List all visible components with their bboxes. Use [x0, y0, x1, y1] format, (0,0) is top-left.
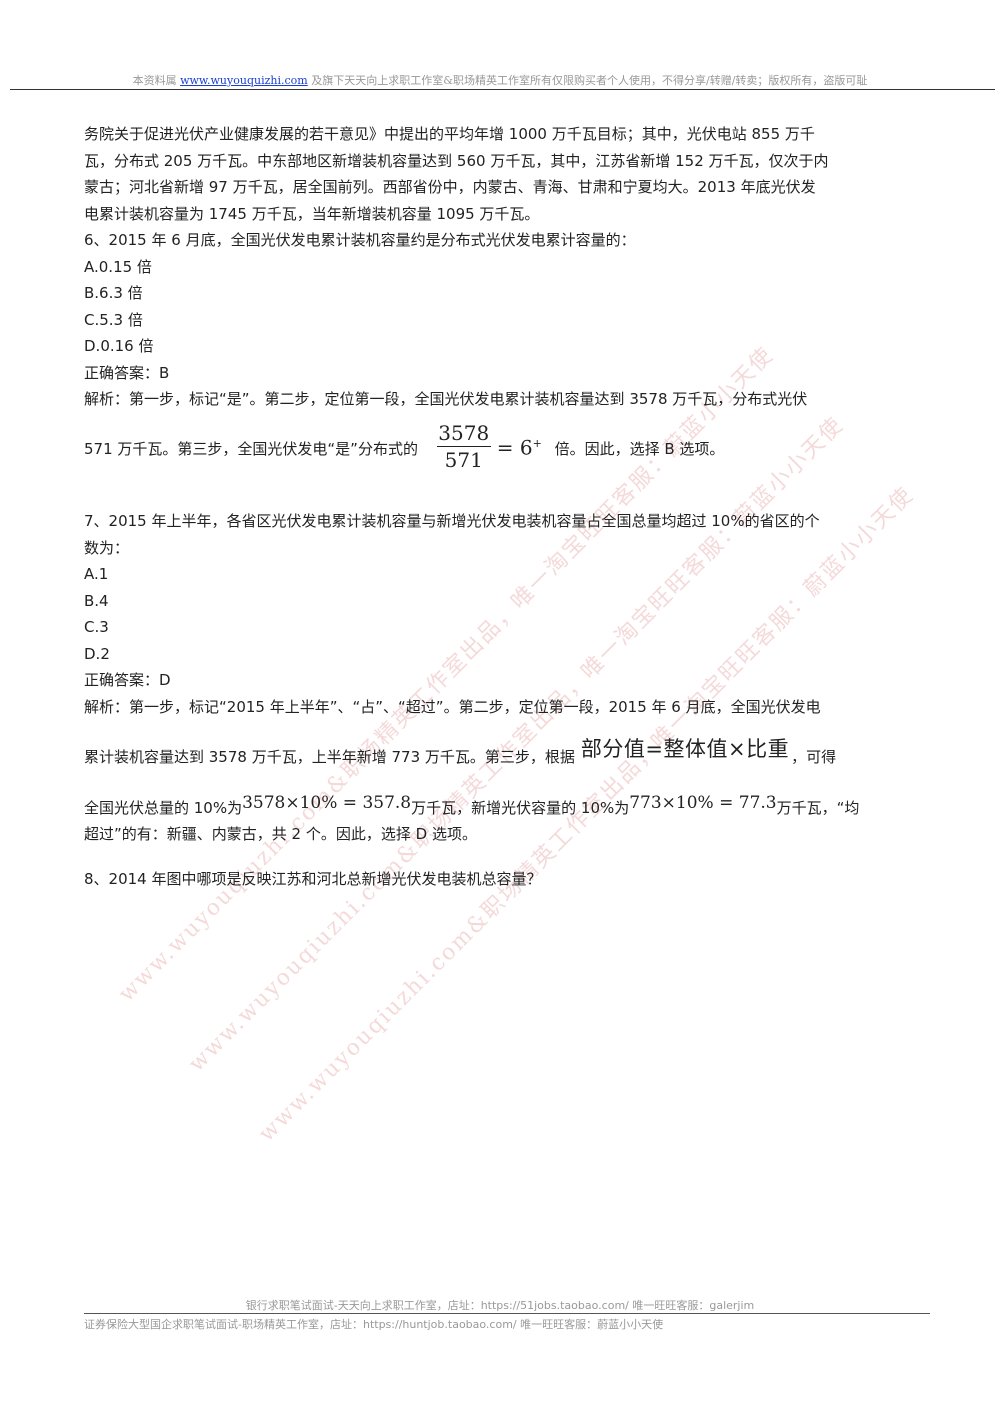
option-d: D.0.16 倍 — [84, 337, 154, 355]
option-a: A.1 — [84, 565, 109, 583]
analysis-line: 解析：第一步，标记“2015 年上半年”、“占”、“超过”。第二步，定位第一段，… — [84, 697, 821, 716]
option-a: A.0.15 倍 — [84, 257, 152, 276]
option-c: C.3 — [84, 618, 109, 636]
option-d: D.2 — [84, 644, 110, 663]
analysis-line: 571 万千瓦。第三步，全国光伏发电“是”分布式的 3578 571 = 6+ … — [84, 421, 930, 487]
analysis-line: 全国光伏总量的 10%为3578×10% = 357.8万千瓦，新增光伏容量的 … — [84, 792, 930, 822]
fraction-formula: 3578 571 = 6+ — [436, 420, 542, 472]
footer-line: 银行求职笔试面试-天天向上求职工作室，店址：https://51jobs.tao… — [245, 1299, 755, 1312]
question-8: 8、2014 年图中哪项是反映江苏和河北总新增光伏发电装机总容量？ — [84, 869, 542, 888]
analysis-text: 全国光伏总量的 10%为 — [84, 798, 243, 817]
equation: 3578×10% = 357.8 — [242, 792, 412, 813]
header-prefix: 本资料属 — [132, 74, 177, 87]
analysis-text: 倍。因此，选择 B 选项。 — [554, 439, 725, 458]
intro-line: 电累计装机容量为 1745 万千瓦，当年新增装机容量 1095 万千瓦。 — [84, 204, 540, 223]
answer: 正确答案：D — [84, 671, 171, 689]
analysis-text: 万千瓦，“均 — [776, 798, 860, 817]
option-c: C.5.3 倍 — [84, 310, 143, 329]
intro-line: 务院关于促进光伏产业健康发展的若干意见》中提出的平均年增 1000 万千瓦目标；… — [84, 125, 815, 143]
option-b: B.6.3 倍 — [84, 284, 143, 302]
question-7: 7、2015 年上半年，各省区光伏发电累计装机容量与新增光伏发电装机容量占全国总… — [84, 512, 820, 530]
page-header: 本资料属 www.wuyouquizhi.com 及旗下天天向上求职工作室&职场… — [0, 72, 1000, 88]
document-body: 务院关于促进光伏产业健康发展的若干意见》中提出的平均年增 1000 万千瓦目标；… — [84, 121, 930, 892]
fraction-denominator: 571 — [444, 448, 483, 472]
analysis-text: ，可得 — [791, 748, 837, 766]
header-divider — [10, 89, 995, 90]
analysis-text: 累计装机容量达到 3578 万千瓦，上半年新增 773 万千瓦。第三步，根据 — [84, 748, 575, 766]
fraction-result: = 6 — [496, 435, 533, 460]
question-7-cont: 数为： — [84, 538, 130, 557]
analysis-line: 累计装机容量达到 3578 万千瓦，上半年新增 773 万千瓦。第三步，根据部分… — [84, 737, 930, 771]
question-6: 6、2015 年 6 月底，全国光伏发电累计装机容量约是分布式光伏发电累计容量的… — [84, 231, 636, 249]
answer: 正确答案：B — [84, 363, 170, 382]
formula: 部分值=整体值×比重 — [580, 737, 790, 761]
intro-line: 瓦，分布式 205 万千瓦。中东部地区新增装机容量达到 560 万千瓦，其中，江… — [84, 151, 829, 170]
fraction-superscript: + — [532, 437, 542, 451]
header-link[interactable]: www.wuyouquizhi.com — [180, 74, 308, 87]
analysis-line: 超过”的有：新疆、内蒙古，共 2 个。因此，选择 D 选项。 — [84, 825, 477, 843]
option-b: B.4 — [84, 591, 109, 610]
analysis-text: 万千瓦，新增光伏容量的 10%为 — [411, 798, 630, 817]
analysis-line: 解析：第一步，标记“是”。第二步，定位第一段，全国光伏发电累计装机容量达到 35… — [84, 390, 808, 408]
footer-line: 证券保险大型国企求职笔试面试-职场精英工作室，店址：https://huntjo… — [84, 1318, 664, 1331]
intro-line: 蒙古；河北省新增 97 万千瓦，居全国前列。西部省份中，内蒙古、青海、甘肃和宁夏… — [84, 178, 816, 196]
equation: 773×10% = 77.3 — [629, 792, 777, 813]
fraction-numerator: 3578 — [438, 420, 490, 445]
header-suffix: 及旗下天天向上求职工作室&职场精英工作室所有仅限购买者个人使用，不得分享/转赠/… — [311, 74, 868, 87]
footer-divider — [84, 1313, 930, 1314]
analysis-text: 571 万千瓦。第三步，全国光伏发电“是”分布式的 — [84, 439, 418, 458]
